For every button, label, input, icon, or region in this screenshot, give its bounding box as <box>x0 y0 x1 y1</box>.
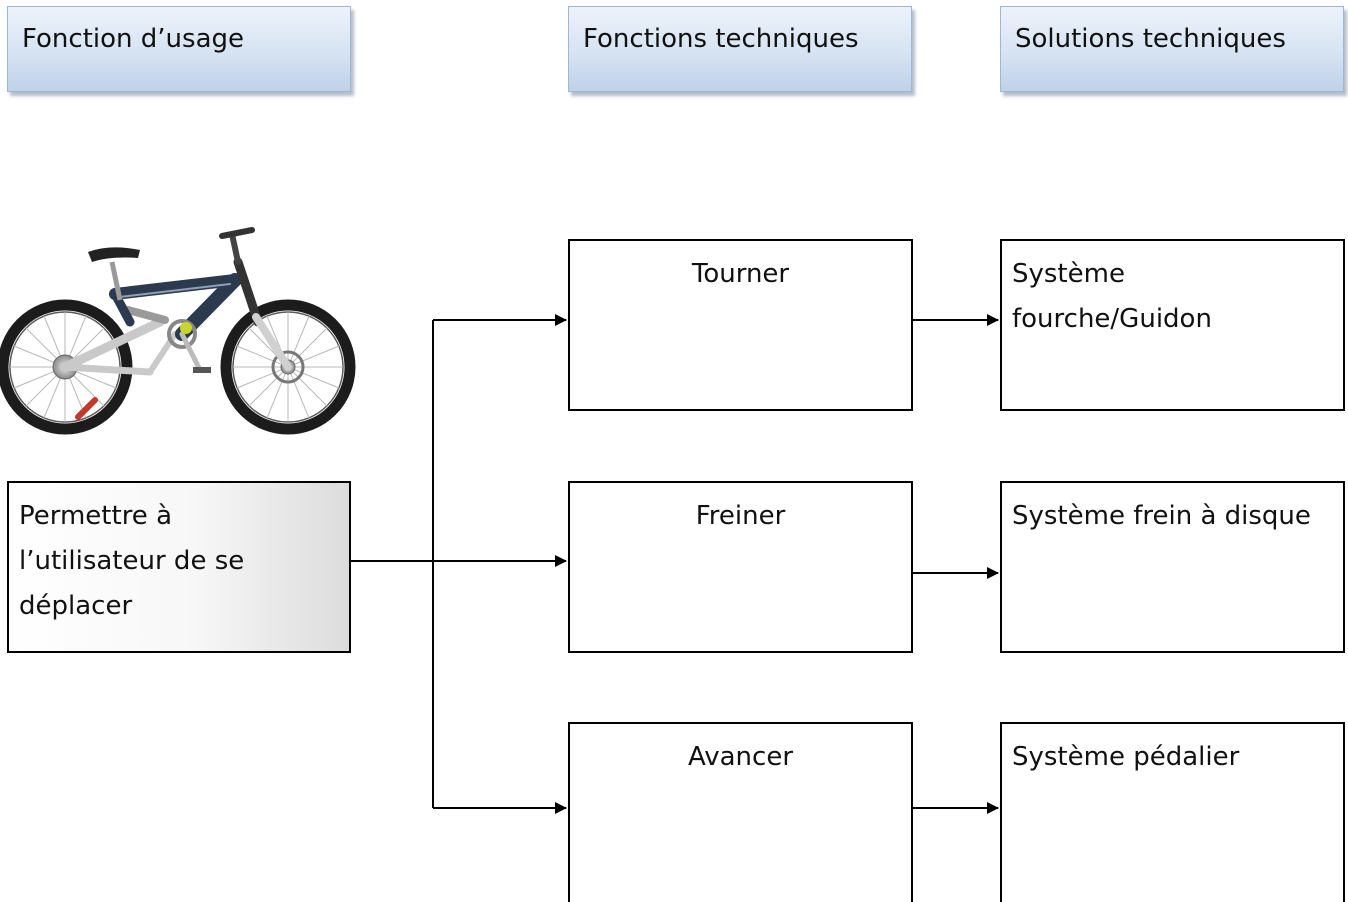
solution-line: Système frein à disque <box>1012 501 1311 531</box>
solution-box-fourche-guidon: Système fourche/Guidon <box>1000 239 1345 411</box>
function-label-avancer: Avancer <box>687 742 794 772</box>
solution-line: Système pédalier <box>1012 742 1240 772</box>
function-label-tourner: Tourner <box>691 259 790 289</box>
bicycle-image <box>0 227 356 435</box>
usage-function-line-2: l’utilisateur de se <box>19 546 245 576</box>
header-solutions-techniques-label: Solutions techniques <box>1015 24 1286 54</box>
solution-box-frein-disque: Système frein à disque <box>1000 481 1345 653</box>
solution-line-2: fourche/Guidon <box>1012 304 1212 334</box>
front-fork <box>229 231 292 371</box>
solution-box-pedalier: Système pédalier <box>1000 722 1345 902</box>
usage-function-line-3: déplacer <box>19 591 133 621</box>
header-fonctions-techniques: Fonctions techniques <box>568 6 912 92</box>
function-box-tourner: Tourner <box>568 239 913 411</box>
function-box-freiner: Freiner <box>568 481 913 653</box>
solution-line-1: Système <box>1012 259 1125 289</box>
function-box-avancer: Avancer <box>568 722 913 902</box>
header-fonctions-techniques-label: Fonctions techniques <box>583 24 859 54</box>
function-label-freiner: Freiner <box>695 501 786 531</box>
header-fonction-usage-label: Fonction d’usage <box>22 24 245 54</box>
usage-function-line-1: Permettre à <box>19 501 173 531</box>
header-fonction-usage: Fonction d’usage <box>7 6 351 92</box>
header-solutions-techniques: Solutions techniques <box>1000 6 1344 92</box>
usage-function-box: Permettre à l’utilisateur de se déplacer <box>7 481 351 653</box>
